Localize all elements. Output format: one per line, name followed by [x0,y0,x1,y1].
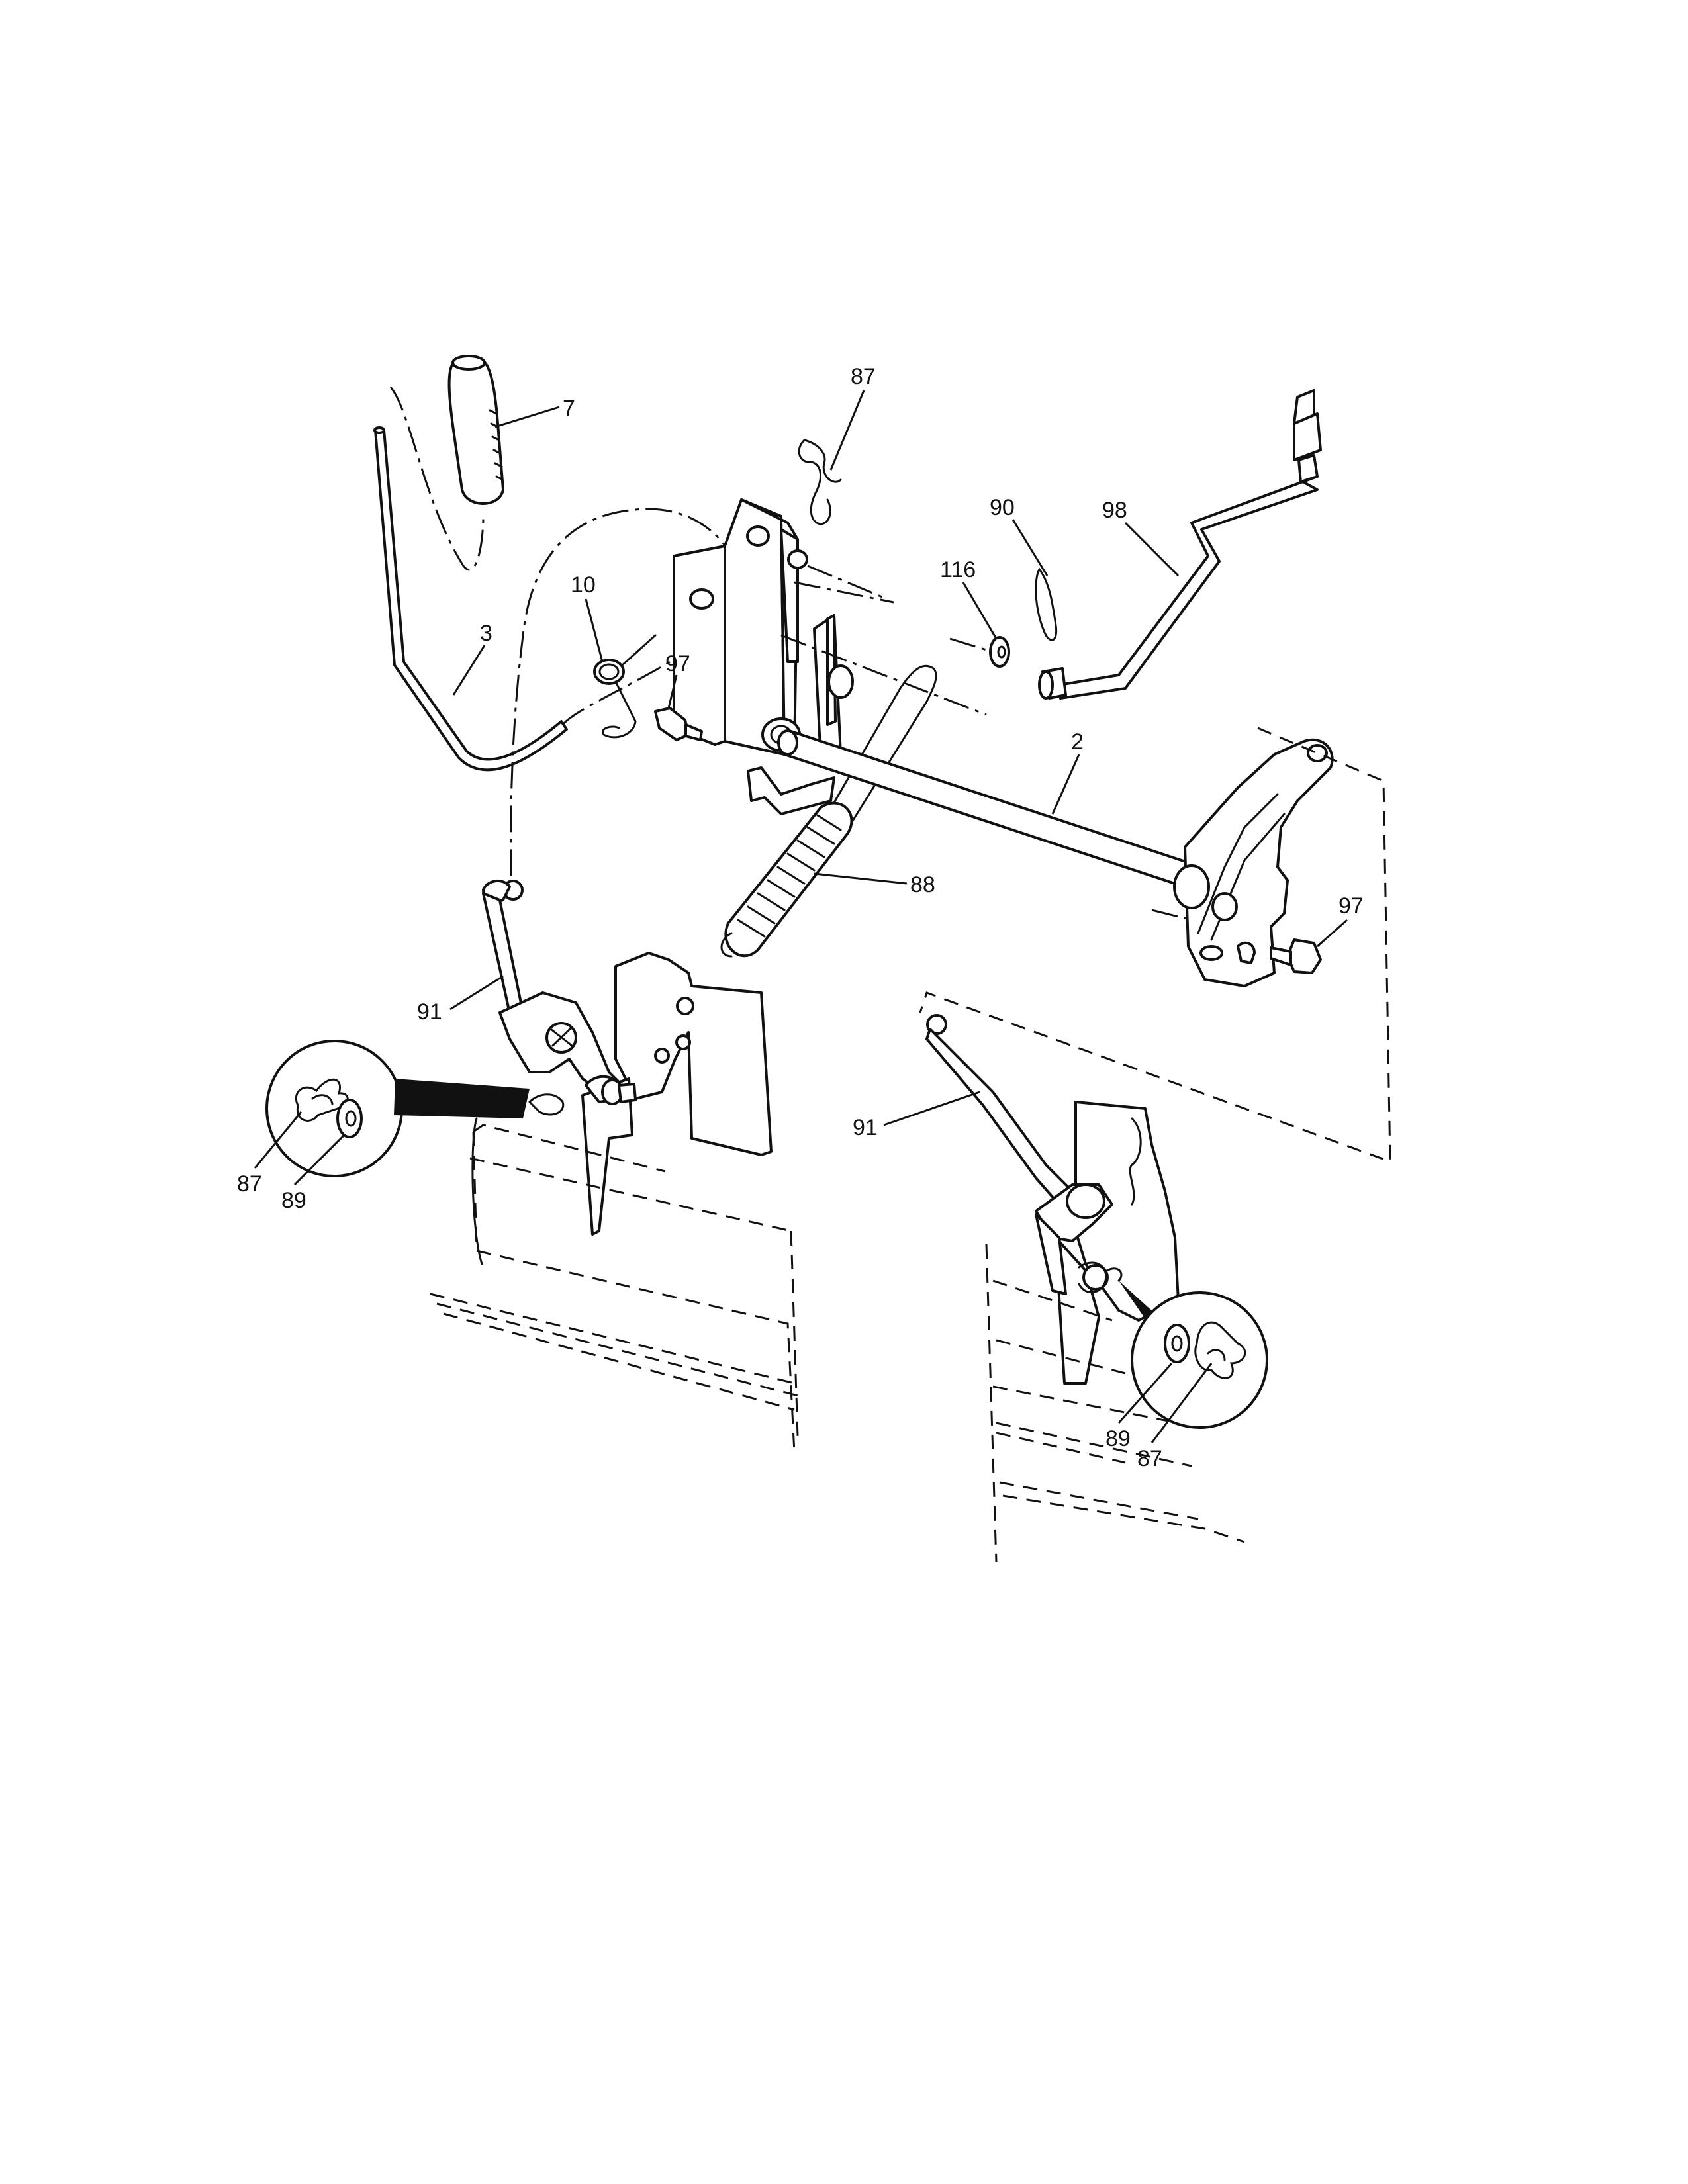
detail-pointer-right [1119,1281,1155,1324]
left-deck-outline [430,1124,802,1453]
bolt-left-part [654,707,703,741]
leader-89-right [1117,1363,1173,1424]
leader-91-left [449,975,504,1011]
leader-7 [494,406,560,428]
phantom-line-right-bolt [1151,909,1192,921]
handle-phantom-arc [389,387,485,571]
leader-87-left [254,1111,303,1169]
right-lift-arm-bracket [1173,738,1334,987]
callout-89-left: 89 [281,1188,306,1213]
bolt-right-part [1270,938,1322,974]
mounting-bracket [673,498,854,815]
right-deck-outline [985,1244,1245,1563]
callout-87-left: 87 [237,1171,262,1197]
leader-97-left [667,674,678,709]
callout-87-top: 87 [851,364,876,389]
right-detail-inset [1119,1281,1268,1429]
leader-87-top [829,390,865,471]
left-deck-hanger-bracket [528,952,773,1236]
callout-7: 7 [563,396,575,421]
callout-91-right: 91 [853,1115,878,1140]
leader-89-left [293,1134,346,1186]
leader-97-right [1317,919,1348,948]
phantom-line-clip [807,565,888,600]
phantom-line-bracket-b [780,634,987,716]
leader-2 [1051,754,1080,815]
handle-grip-part [447,355,504,505]
right-deck-hanger-bracket [1035,1101,1180,1385]
callout-3: 3 [480,621,492,646]
callout-88: 88 [910,872,935,897]
leader-98 [1124,522,1180,577]
lift-handle-rod-part [373,426,568,772]
leader-88 [814,872,908,885]
detail-pointer-left [394,1079,530,1118]
link-rod-part [1038,389,1322,700]
left-deck-edge [471,1117,483,1265]
callout-97-left: 97 [665,651,690,676]
hairpin-clip-top-part [798,439,842,525]
left-lift-link-part [482,880,624,1097]
callout-10: 10 [571,572,596,598]
callout-90: 90 [990,495,1015,520]
cotter-pin-part [1035,567,1058,641]
right-lift-link-part [925,1014,1074,1206]
callout-98: 98 [1102,498,1127,523]
callout-2: 2 [1071,729,1084,754]
extension-spring-part [720,664,937,958]
leader-10 [585,598,604,662]
leader-91-right [883,1091,980,1126]
washer-part [989,636,1010,668]
leader-87-right [1150,1363,1213,1443]
leader-3 [452,645,486,696]
torsion-spring-part [593,634,657,739]
callout-89-right: 89 [1105,1426,1131,1451]
callout-116: 116 [940,557,976,582]
callout-97-right: 97 [1338,893,1364,919]
callout-91-left: 91 [417,999,442,1024]
phantom-line-washer [949,637,994,653]
phantom-line-bracket-a [794,581,894,604]
leader-90 [1011,519,1049,576]
callout-87-right: 87 [1137,1446,1162,1471]
leader-116 [962,582,998,639]
left-detail-inset [265,1040,530,1177]
